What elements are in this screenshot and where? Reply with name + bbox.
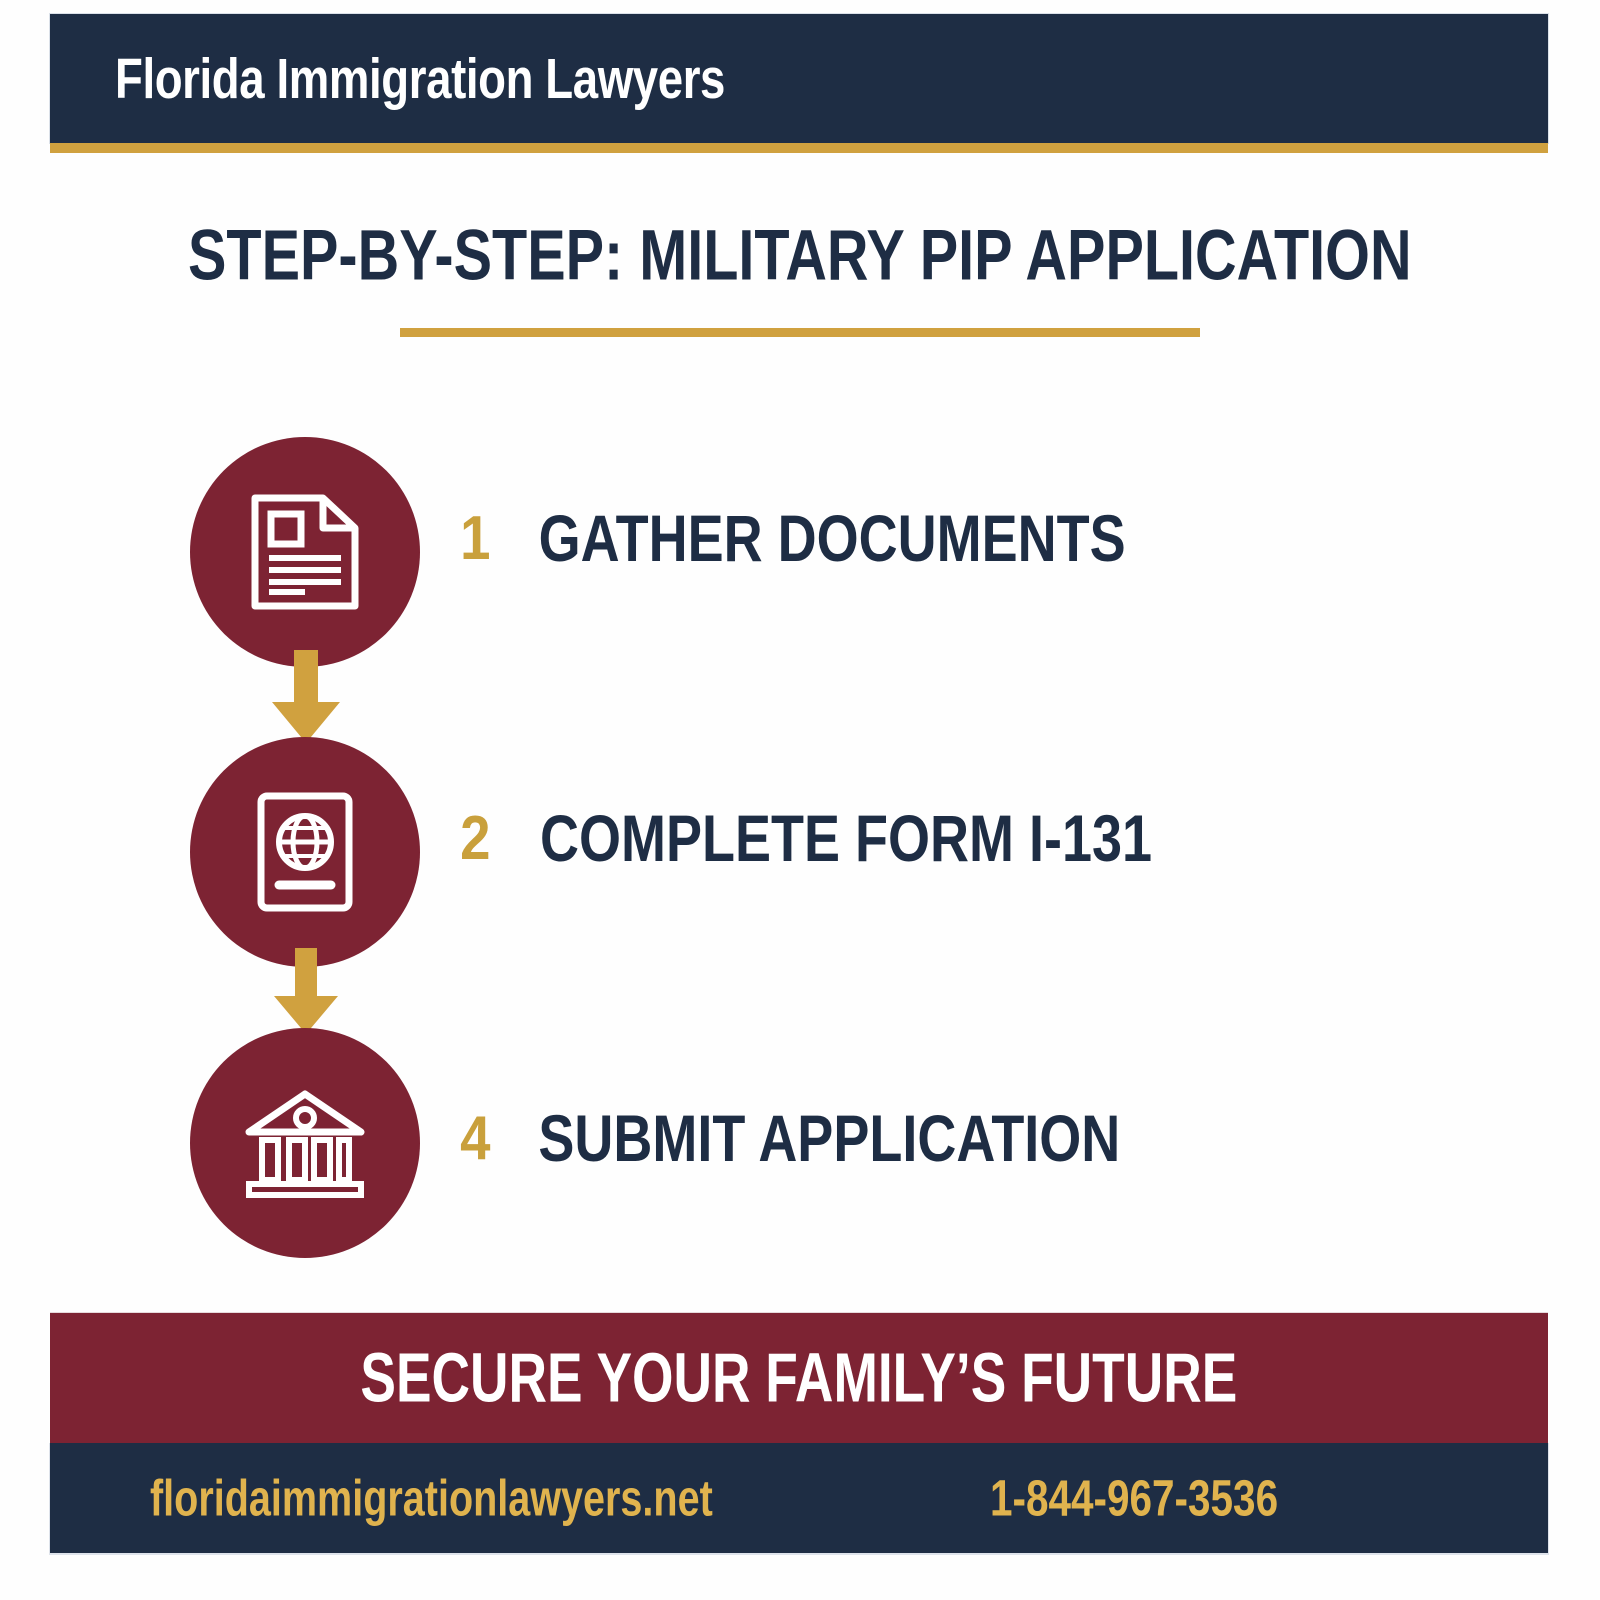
step-label: SUBMIT APPLICATION <box>538 1101 1121 1176</box>
step-text: 2 COMPLETE FORM I-131 <box>458 801 1187 876</box>
footer-phone-text: 1-844-967-3536 <box>990 1469 1279 1527</box>
footer-website[interactable]: floridaimmigrationlawyers.net <box>150 1469 804 1527</box>
footer-phone[interactable]: 1-844-967-3536 <box>990 1469 1317 1527</box>
page-title-text: STEP-BY-STEP: MILITARY PIP APPLICATION <box>188 214 1412 296</box>
header-bar: Florida Immigration Lawyers <box>50 14 1548 143</box>
footer-website-text: floridaimmigrationlawyers.net <box>150 1469 713 1527</box>
page-title: STEP-BY-STEP: MILITARY PIP APPLICATION <box>0 215 1600 296</box>
cta-band: SECURE YOUR FAMILY’S FUTURE <box>50 1313 1548 1443</box>
arrow-down-icon <box>274 948 338 1034</box>
step-number: 2 <box>460 804 491 873</box>
header-gold-rule <box>50 143 1548 153</box>
brand-name: Florida Immigration Lawyers <box>115 46 878 112</box>
cta-text: SECURE YOUR FAMILY’S FUTURE <box>360 1339 1238 1417</box>
footer-bar: floridaimmigrationlawyers.net 1-844-967-… <box>50 1443 1548 1553</box>
step-number: 1 <box>460 504 491 573</box>
step-icon-badge <box>190 737 420 967</box>
step-connector <box>270 650 342 750</box>
government-building-icon <box>245 1090 365 1198</box>
step-text: 4 SUBMIT APPLICATION <box>458 1101 1153 1176</box>
step-number: 4 <box>460 1104 491 1173</box>
step-icon-badge <box>190 1028 420 1258</box>
step-connector <box>272 948 340 1041</box>
step-icon-badge <box>190 437 420 667</box>
document-icon <box>251 494 359 610</box>
step-label: COMPLETE FORM I-131 <box>540 801 1153 876</box>
passport-icon <box>257 792 353 912</box>
title-divider <box>400 328 1200 337</box>
arrow-down-icon <box>272 650 340 743</box>
step-label: GATHER DOCUMENTS <box>539 501 1127 576</box>
step-text: 1 GATHER DOCUMENTS <box>458 501 1159 576</box>
brand-name-text: Florida Immigration Lawyers <box>115 46 726 111</box>
